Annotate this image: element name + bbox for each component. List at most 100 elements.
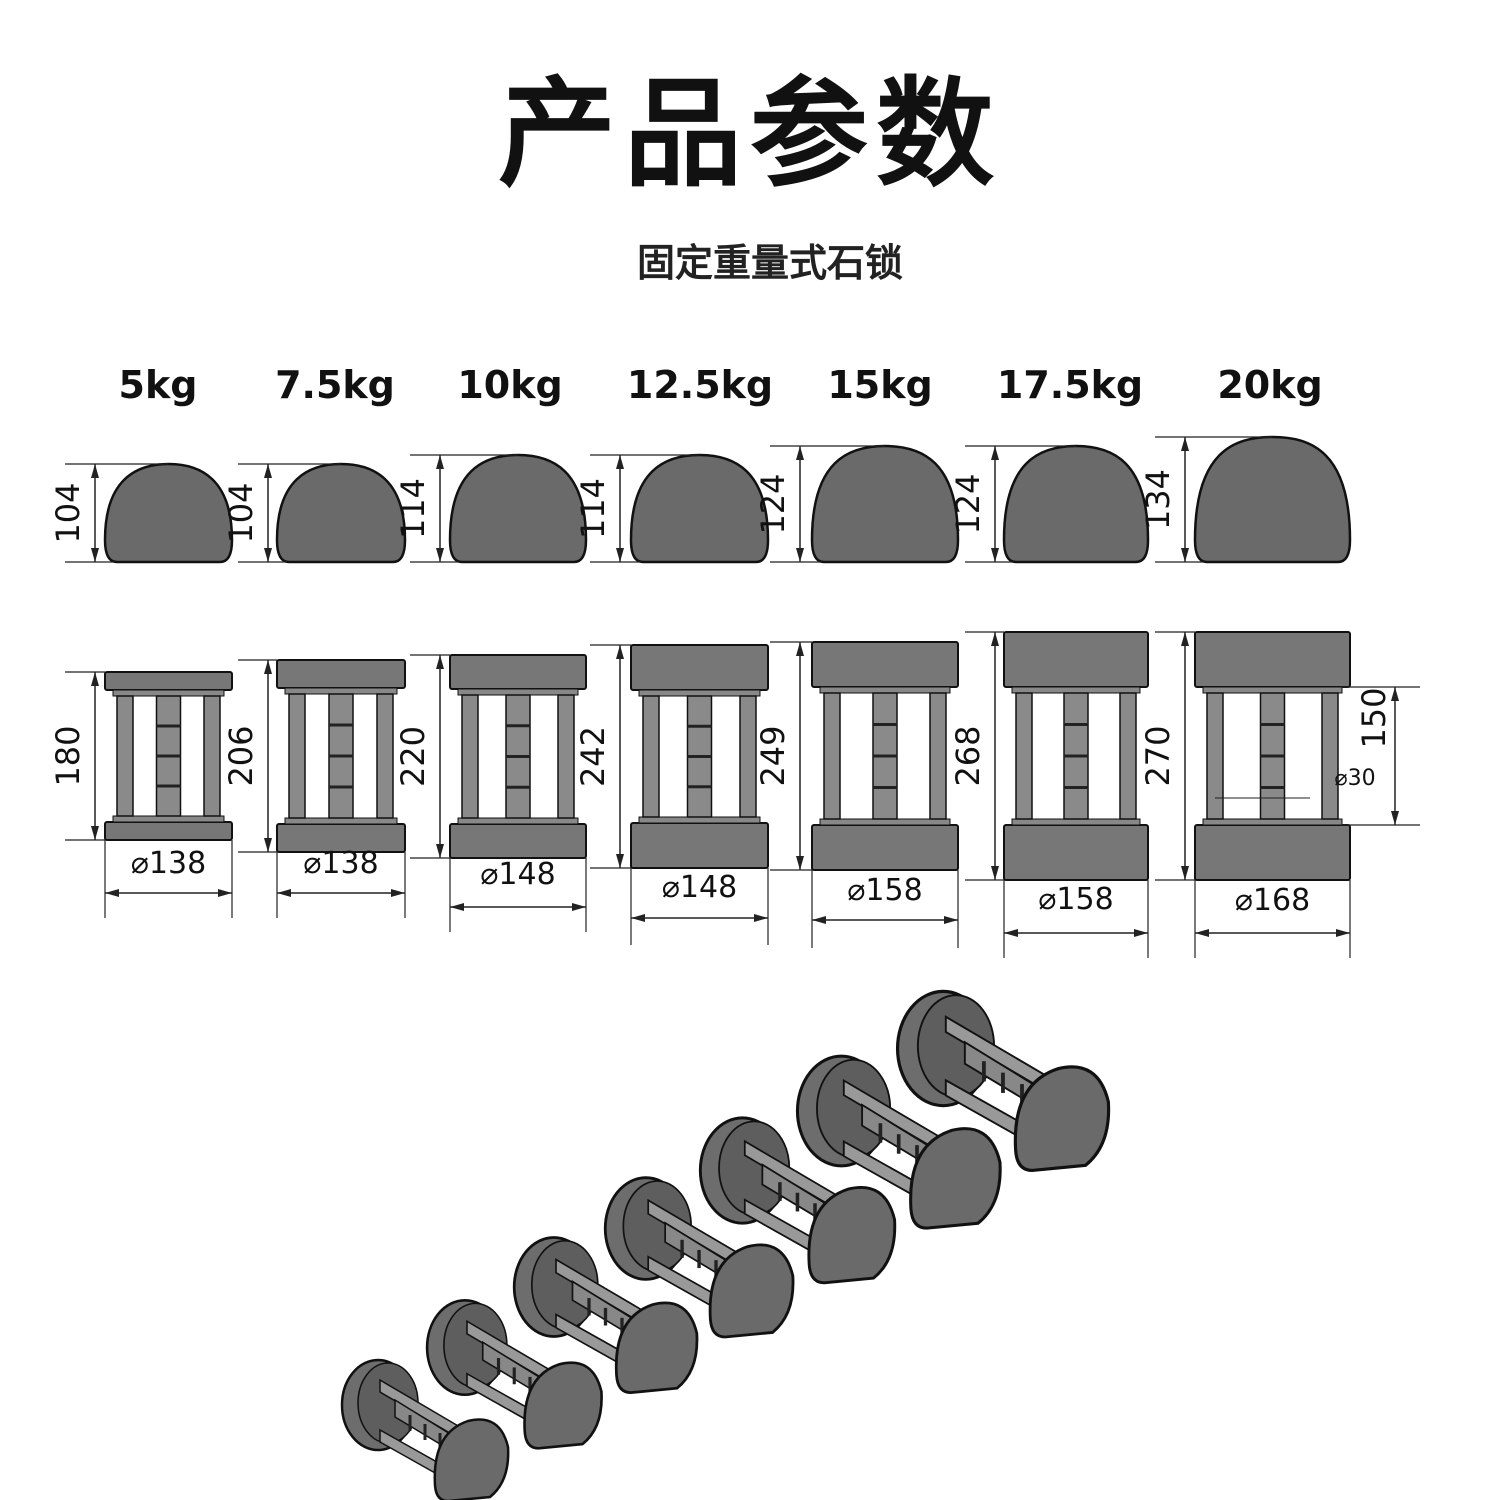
diameter-label: ⌀158	[1038, 882, 1113, 917]
model-2: 10kg 114 220 ⌀148	[394, 363, 588, 932]
top-cap	[104, 671, 233, 691]
front-disc	[614, 1301, 699, 1394]
bottom-cap	[630, 822, 769, 869]
arrowhead	[796, 446, 804, 562]
top-cap	[630, 644, 769, 691]
front-disc	[909, 1127, 1002, 1230]
plate	[1202, 686, 1343, 694]
arrowhead	[1391, 687, 1399, 825]
isometric-stone-lock-4	[698, 1116, 897, 1285]
handle-length-label: 150	[1355, 687, 1393, 748]
arrowhead	[991, 446, 999, 562]
side-view-shape	[1002, 444, 1150, 564]
side-rod	[1206, 692, 1224, 820]
model-0: 5kg 104 180 ⌀138	[49, 363, 234, 918]
total-height-label: 220	[394, 726, 432, 787]
side-height-label: 104	[222, 482, 260, 543]
side-height-label: 114	[394, 478, 432, 539]
side-height-label: 114	[574, 478, 612, 539]
plate	[1011, 818, 1141, 826]
top-cap	[449, 654, 587, 690]
plate	[284, 817, 398, 825]
plate	[1202, 818, 1343, 826]
handle-detail: 150 ⌀30	[1215, 686, 1420, 826]
side-view-shape	[810, 444, 960, 564]
plate	[638, 816, 761, 824]
side-height-label: 104	[49, 482, 87, 543]
plate	[112, 689, 225, 697]
arrowhead	[450, 903, 586, 911]
side-rod	[557, 694, 575, 819]
isometric-view	[340, 989, 1111, 1500]
front-disc	[807, 1186, 897, 1285]
side-rod	[823, 692, 841, 820]
arrowhead	[1181, 437, 1189, 562]
isometric-stone-lock-6	[895, 989, 1111, 1173]
top-cap	[811, 641, 959, 688]
total-height-label: 180	[49, 725, 87, 786]
weight-label: 10kg	[457, 363, 562, 407]
plate	[1011, 686, 1141, 694]
bottom-cap	[1003, 824, 1149, 881]
model-1: 7.5kg 104 206 ⌀138	[222, 363, 407, 918]
weight-label: 17.5kg	[997, 363, 1143, 407]
diameter-label: ⌀148	[662, 870, 737, 905]
diameter-label: ⌀148	[480, 857, 555, 892]
side-rod	[288, 693, 306, 819]
bottom-cap	[449, 823, 587, 859]
side-height-label: 124	[754, 473, 792, 534]
arrowhead	[105, 889, 232, 897]
side-view-shape	[1193, 435, 1352, 564]
model-3: 12.5kg 114 242 ⌀148	[574, 363, 773, 945]
weight-label: 7.5kg	[275, 363, 395, 407]
handle-diameter-label: ⌀30	[1334, 766, 1375, 791]
isometric-stone-lock-3	[603, 1176, 795, 1339]
top-cap	[1194, 631, 1351, 688]
front-disc	[433, 1418, 510, 1500]
total-height-label: 268	[949, 725, 987, 786]
bottom-cap	[811, 824, 959, 871]
bottom-cap	[104, 821, 233, 841]
isometric-stone-lock-2	[512, 1236, 699, 1394]
diameter-label: ⌀168	[1235, 883, 1310, 918]
diameter-label: ⌀138	[303, 846, 378, 881]
side-rod	[376, 693, 394, 819]
arrowhead	[277, 889, 405, 897]
weight-label: 15kg	[827, 363, 932, 407]
weight-label: 12.5kg	[627, 363, 773, 407]
arrowhead	[631, 914, 768, 922]
side-height-label: 124	[949, 473, 987, 534]
side-view-shape	[275, 462, 407, 564]
side-view-shape	[629, 453, 770, 564]
side-rod	[1321, 692, 1339, 820]
top-cap	[1003, 631, 1149, 688]
plate	[819, 686, 951, 694]
plate	[819, 818, 951, 826]
side-rod	[1119, 692, 1137, 820]
plate	[457, 688, 579, 696]
plate	[112, 815, 225, 823]
front-disc	[1013, 1065, 1111, 1173]
total-height-label: 242	[574, 726, 612, 787]
weight-label: 20kg	[1217, 363, 1322, 407]
side-rod	[116, 695, 134, 817]
diameter-label: ⌀158	[847, 873, 922, 908]
side-rod	[203, 695, 221, 817]
side-rod	[642, 695, 660, 818]
side-rod	[739, 695, 757, 818]
page-title: 产品参数	[497, 65, 1002, 203]
diameter-label: ⌀138	[131, 846, 206, 881]
side-rod	[461, 694, 479, 819]
weight-label: 5kg	[119, 363, 198, 407]
isometric-stone-lock-0	[340, 1358, 510, 1500]
plate	[457, 817, 579, 825]
total-height-label: 206	[222, 725, 260, 786]
side-height-label: 134	[1139, 469, 1177, 530]
front-disc	[708, 1243, 795, 1339]
total-height-label: 249	[754, 725, 792, 786]
model-4: 15kg 124 249 ⌀158	[754, 363, 960, 948]
side-view-shape	[448, 453, 588, 564]
plate	[638, 689, 761, 697]
